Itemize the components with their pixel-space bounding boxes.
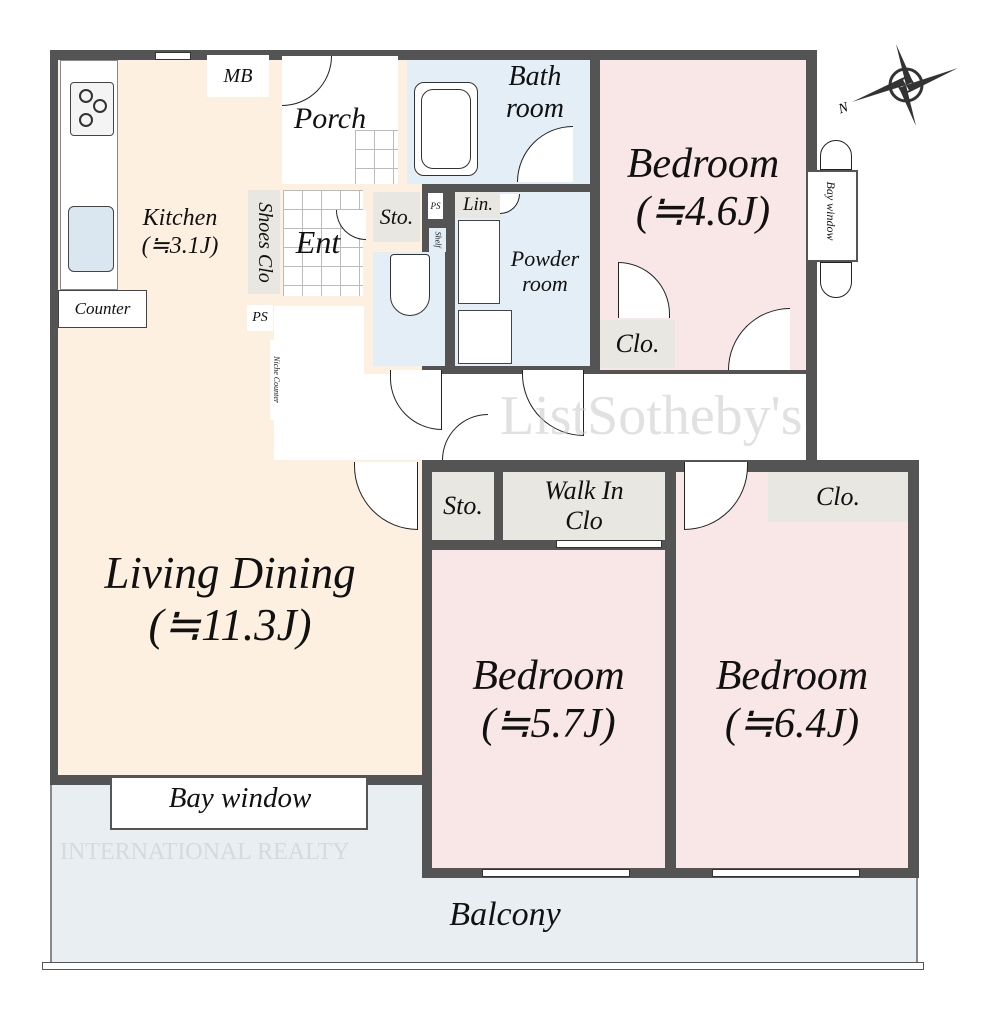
side-bay-window [806, 170, 858, 262]
bay-window-label: Bay window [168, 782, 312, 815]
compass-icon: N [836, 44, 958, 126]
bedroom-top-label: Bedroom (≒4.6J) [600, 128, 806, 248]
sto-label-2: Sto. [432, 472, 494, 540]
balcony-label: Balcony [449, 896, 561, 934]
living-dining-label: Living Dining (≒11.3J) [70, 535, 390, 665]
bedroom-right-name: Bedroom [715, 652, 869, 699]
sto-label-1: Sto. [373, 192, 420, 242]
clo-top-label: Clo. [600, 320, 675, 368]
side-bay-door-top[interactable] [820, 140, 852, 170]
ps-label-2: PS [428, 193, 443, 219]
shoes-clo-label: Shoes Clo [248, 190, 280, 294]
entrance [283, 190, 363, 296]
porch-label: Porch [293, 101, 367, 135]
mb-label: MB [207, 55, 269, 97]
kitchen-size: (≒3.1J) [141, 233, 219, 259]
washer-icon [458, 310, 512, 364]
side-bay-window-label: Bay window [823, 181, 838, 241]
bedroom-right-size: (≒6.4J) [724, 701, 860, 747]
bay-window [110, 776, 368, 830]
niche-counter-label: Niche Counter [270, 340, 282, 420]
living-dining-name: Living Dining [104, 548, 356, 599]
shelf-label: Shelf [429, 228, 446, 252]
bedroom-mid [432, 550, 665, 868]
kitchen-label: Kitchen (≒3.1J) [120, 198, 240, 268]
bathroom-label: Bath room [505, 60, 565, 124]
bedroom-right-window [712, 869, 860, 877]
bathtub-icon [414, 82, 478, 176]
bedroom-top-name: Bedroom [626, 140, 780, 187]
powder-room-label: Powder room [510, 245, 580, 296]
porch-tiles [355, 130, 398, 184]
kitchen-window [155, 52, 191, 60]
clo-right-label: Clo. [768, 472, 908, 522]
bedroom-right [676, 472, 908, 868]
side-bay-door-bottom[interactable] [820, 262, 852, 298]
hallway-upper [274, 306, 364, 376]
walk-in-clo-label: Walk In Clo [503, 472, 665, 540]
ent-label: Ent [295, 223, 341, 260]
ps-label-1: PS [247, 305, 273, 331]
bedroom-top-size: (≒4.6J) [635, 189, 771, 235]
bedroom-right-label: Bedroom (≒6.4J) [676, 640, 908, 760]
bedroom-mid-label: Bedroom (≒5.7J) [432, 640, 665, 760]
living-dining-size: (≒11.3J) [148, 600, 312, 650]
stove-icon [70, 82, 114, 136]
bedroom-mid-window [482, 869, 630, 877]
counter-label: Counter [58, 290, 147, 328]
toilet-icon [390, 254, 430, 316]
lin-label: Lin. [455, 192, 501, 218]
walk-in-door [556, 540, 662, 548]
compass-north-label: N [836, 100, 851, 118]
balcony-rail [42, 962, 924, 970]
sink-icon [68, 206, 114, 272]
bedroom-mid-size: (≒5.7J) [481, 701, 616, 747]
vanity-icon [458, 220, 500, 304]
kitchen-name: Kitchen [142, 205, 218, 232]
bedroom-mid-name: Bedroom [472, 652, 625, 699]
